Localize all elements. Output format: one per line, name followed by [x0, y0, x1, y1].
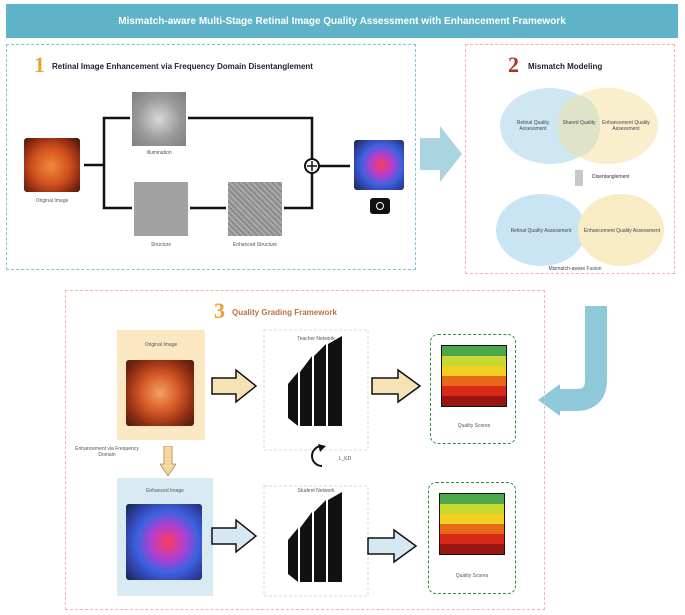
panel-enhancement	[6, 44, 416, 270]
out-bottom-label: Quality Scores	[455, 573, 489, 579]
banner-title: Mismatch-aware Multi-Stage Retinal Image…	[118, 15, 566, 27]
illumination-map	[132, 92, 186, 146]
bottom-right-text: Enhancement Quality Assessment	[583, 228, 661, 234]
venn-right-text: Enhancement Quality Assessment	[602, 120, 650, 132]
enhanced-structure-map	[228, 182, 282, 236]
illumination-label: Illumination	[146, 150, 172, 156]
separated-circle-right	[578, 194, 664, 266]
teacher-net-label: Teacher Network	[297, 336, 335, 342]
panel2-title: Mismatch Modeling	[528, 62, 603, 71]
student-network-icon	[288, 492, 342, 582]
title-banner: Mismatch-aware Multi-Stage Retinal Image…	[6, 4, 678, 38]
panel2-footer: Mismatch-aware Fusion	[548, 266, 602, 272]
structure-label: Structure	[150, 242, 172, 248]
panel-mismatch	[465, 44, 675, 274]
orig-box-label: Original Image	[144, 342, 178, 348]
enh-box-label: Enhanced Image	[146, 488, 184, 494]
original-image-label: Original Image	[35, 198, 69, 204]
panel1-title: Retinal Image Enhancement via Frequency …	[52, 62, 313, 71]
panel3-side-note: Enhancement via Frequency Domain	[75, 446, 139, 458]
venn-left-text: Retinal Quality Assessment	[516, 120, 550, 132]
bottom-left-text: Retinal Quality Assessment	[510, 228, 572, 234]
camera-icon	[370, 198, 390, 214]
quality-output-bottom: Quality Scores	[428, 482, 516, 594]
panel3-number: 3	[214, 298, 225, 323]
venn-overlap	[558, 96, 600, 156]
down-arrow-icon	[159, 445, 177, 477]
student-net-label: Student Network	[297, 488, 335, 494]
teacher-network-icon	[288, 336, 342, 426]
down-arrow-icon	[575, 170, 583, 186]
disentangle-label: Disentanglement	[592, 174, 630, 180]
panel-grading	[65, 290, 545, 610]
structure-map	[134, 182, 188, 236]
kd-loss-label: L_KD	[338, 456, 352, 462]
venn-center-text: Shared Quality	[562, 120, 596, 126]
enhanced-fundus-large	[126, 504, 202, 580]
panel2-number: 2	[508, 52, 519, 77]
enhanced-fundus-image	[354, 140, 404, 190]
original-fundus-large	[126, 360, 194, 426]
separated-circle-left	[496, 194, 586, 266]
panel1-number: 1	[34, 52, 45, 77]
panel3-title: Quality Grading Framework	[232, 308, 337, 317]
enhanced-structure-label: Enhanced Structure	[232, 242, 278, 248]
out-top-label: Quality Scores	[457, 423, 491, 429]
original-fundus-image	[24, 138, 80, 192]
quality-output-top: Quality Scores	[430, 334, 516, 444]
quality-grade-stripes	[441, 345, 507, 407]
quality-grade-stripes	[439, 493, 505, 555]
